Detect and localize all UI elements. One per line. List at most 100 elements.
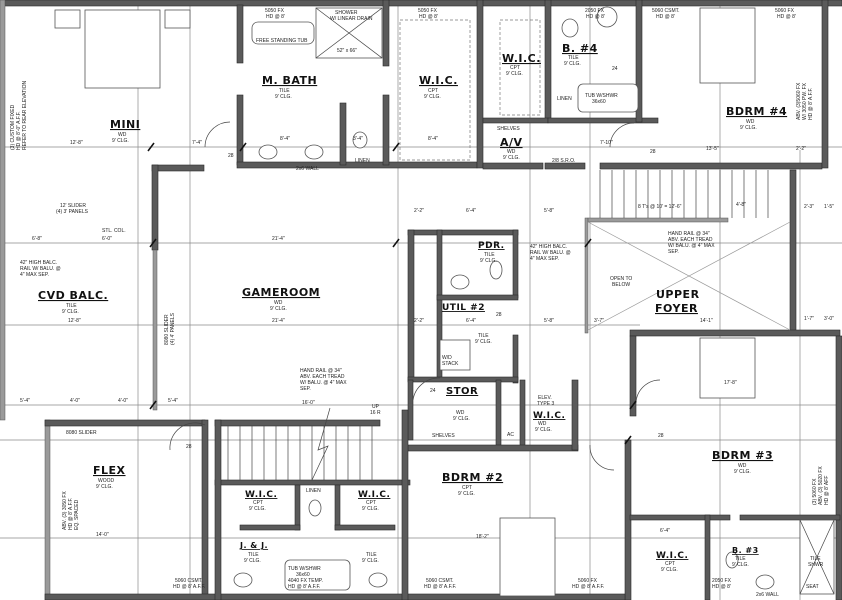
svg-text:9' CLG.: 9' CLG. [458,491,475,497]
svg-text:1'-7": 1'-7" [804,316,814,322]
svg-text:HD @ 8': HD @ 8' [777,14,796,20]
svg-text:14'-1": 14'-1" [700,318,713,324]
svg-text:4'-0": 4'-0" [118,398,128,404]
svg-text:12' SLIDER: 12' SLIDER [60,203,86,209]
svg-text:4" MAX SEP.: 4" MAX SEP. [530,256,559,262]
svg-text:9' CLG.: 9' CLG. [270,306,287,312]
svg-text:6'-0": 6'-0" [102,236,112,242]
svg-text:HD @ 8' A.F.F.: HD @ 8' A.F.F. [173,584,205,590]
svg-text:UP: UP [372,404,380,410]
svg-text:TILE: TILE [279,88,290,94]
svg-text:HD @ 8' A.F.F.: HD @ 8' A.F.F. [68,498,74,530]
svg-text:24: 24 [430,388,436,394]
svg-text:WD: WD [118,132,127,138]
svg-text:36x60: 36x60 [296,572,310,578]
svg-text:9' CLG.: 9' CLG. [275,94,292,100]
svg-text:5'-4": 5'-4" [168,398,178,404]
svg-text:6'-8": 6'-8" [32,236,42,242]
svg-text:CPT: CPT [253,500,263,506]
svg-text:2x6 WALL: 2x6 WALL [296,166,319,172]
svg-text:6'-4": 6'-4" [466,318,476,324]
svg-text:ABV. EACH TREAD: ABV. EACH TREAD [668,237,713,243]
svg-text:4040 FX TEMP.: 4040 FX TEMP. [288,578,323,584]
svg-text:HD @ 8': HD @ 8' [266,14,285,20]
svg-text:21'-4": 21'-4" [272,318,285,324]
svg-text:HD @ 8': HD @ 8' [586,14,605,20]
svg-text:9' CLG.: 9' CLG. [475,339,492,345]
svg-text:5060 CSMT.: 5060 CSMT. [426,578,454,584]
fixtures [54,6,835,597]
svg-text:STL. COL.: STL. COL. [102,228,126,234]
room-label-mini: MINI [110,118,140,131]
svg-text:9' CLG.: 9' CLG. [249,506,266,512]
svg-text:2'-2": 2'-2" [414,208,424,214]
stairs [227,170,791,481]
svg-text:8080 SLIDER: 8080 SLIDER [164,314,170,345]
svg-text:9' CLG.: 9' CLG. [564,61,581,67]
svg-text:14'-0": 14'-0" [96,532,109,538]
svg-text:HAND RAIL @ 34": HAND RAIL @ 34" [300,368,342,374]
toilet-master [352,131,368,149]
room-label-mbath: M. BATH [262,74,317,87]
room-label-av: A/V [500,136,523,149]
svg-text:3'-4": 3'-4" [353,136,363,142]
room-label-bdrm3: BDRM #3 [712,449,773,462]
svg-text:6'-4": 6'-4" [660,528,670,534]
sink-left [258,144,278,160]
svg-text:TILE: TILE [484,252,495,258]
svg-text:WD: WD [507,149,516,155]
svg-text:SEP.: SEP. [300,386,311,392]
annotations: (3) CUSTOM FIXED HD @ 8'-0" A.F.F. REFER… [10,8,830,598]
svg-text:3'-7": 3'-7" [594,318,604,324]
svg-text:5'-4": 5'-4" [20,398,30,404]
open-to-below-cross [587,221,791,331]
svg-text:4" MAX SEP.: 4" MAX SEP. [20,272,49,278]
room-label-wic-elev: W.I.C. [533,411,565,421]
svg-text:TILE: TILE [66,303,77,309]
svg-text:13'-5": 13'-5" [706,146,719,152]
svg-text:28: 28 [186,444,192,450]
svg-text:HD @ 8' A.F.F.: HD @ 8' A.F.F. [288,584,320,590]
svg-text:(3) CUSTOM FIXED: (3) CUSTOM FIXED [10,104,16,150]
svg-text:5050 FX: 5050 FX [265,8,285,14]
svg-text:WD: WD [738,463,747,469]
svg-text:SHWR: SHWR [808,562,824,568]
svg-text:TUB W/SHWR: TUB W/SHWR [585,93,618,99]
room-label-stor: STOR [446,386,478,397]
svg-text:ABV. EACH TREAD: ABV. EACH TREAD [300,374,345,380]
svg-text:42" HIGH BALC.: 42" HIGH BALC. [20,260,57,266]
svg-text:5'-8": 5'-8" [544,318,554,324]
room-label-upper-foyer: UPPER [656,288,700,301]
svg-text:W/ 3050 PW. FX: W/ 3050 PW. FX [802,82,808,120]
svg-text:LINEN: LINEN [306,488,321,494]
svg-text:5'-8": 5'-8" [544,208,554,214]
tub-bath4 [577,83,639,113]
svg-text:CPT: CPT [462,485,472,491]
svg-text:ELEV.: ELEV. [538,395,552,401]
sink-right [304,144,324,160]
svg-text:LINEN: LINEN [557,96,572,102]
svg-text:16 R: 16 R [370,410,381,416]
room-label-wic-b: W.I.C. [358,490,390,500]
svg-text:5060 FX: 5060 FX [578,578,598,584]
tub-jj [284,559,351,591]
svg-text:2/8 S.R.O.: 2/8 S.R.O. [552,158,575,164]
svg-text:WOOD: WOOD [98,478,114,484]
svg-text:WD: WD [456,410,465,416]
svg-text:W/ LINEAR DRAIN: W/ LINEAR DRAIN [330,16,373,22]
room-label-gameroom: GAMEROOM [242,286,320,299]
svg-text:HD @ 8' A.F.F.: HD @ 8' A.F.F. [572,584,604,590]
svg-text:9' CLG.: 9' CLG. [535,427,552,433]
svg-text:SEP.: SEP. [668,249,679,255]
bed-bdrm3 [699,337,756,399]
room-label-wic-master: W.I.C. [419,74,458,87]
svg-text:12'-8": 12'-8" [68,318,81,324]
svg-text:SEAT: SEAT [806,584,819,590]
svg-text:7'-4": 7'-4" [192,140,202,146]
room-label-upper-foyer-2: FOYER [655,302,698,315]
svg-text:FREE STANDING TUB: FREE STANDING TUB [256,38,308,44]
svg-text:ABV. (3) 5020 FX: ABV. (3) 5020 FX [818,466,824,505]
room-label-bdrm2: BDRM #2 [442,471,503,484]
